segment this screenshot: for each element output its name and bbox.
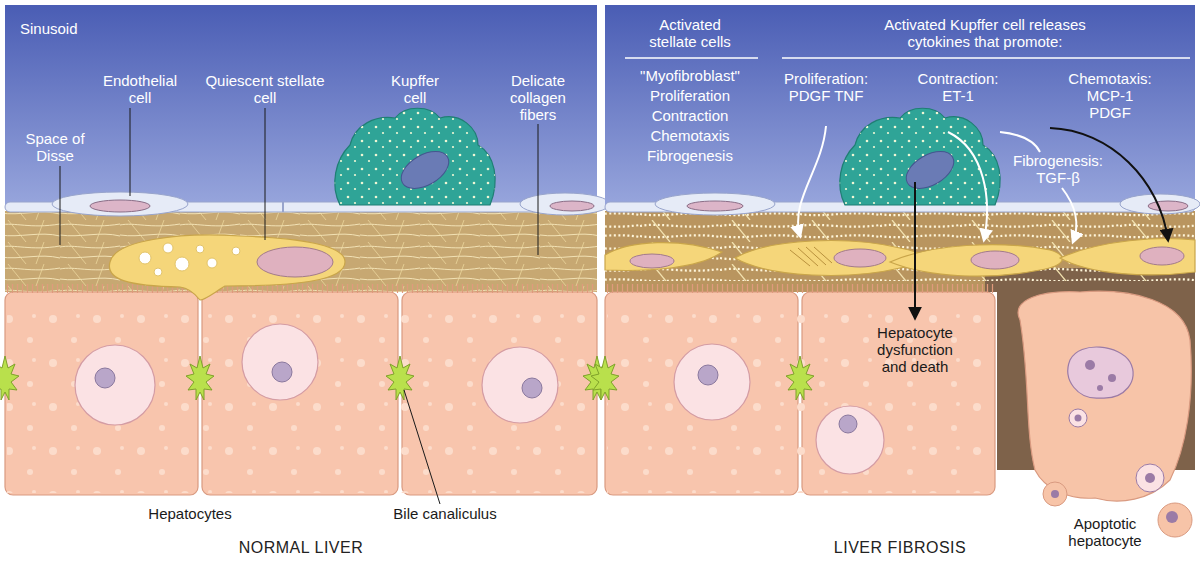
text-label: Fibrogenesis: TGF-β	[1006, 152, 1110, 186]
nucleolus	[522, 378, 542, 398]
hepatocyte-nucleus	[242, 324, 318, 400]
fat-droplet	[196, 245, 204, 253]
hepatocyte-nucleus	[482, 347, 558, 423]
leader-line	[538, 124, 539, 255]
fat-droplet	[139, 252, 151, 264]
endothelial-nucleus	[90, 200, 150, 212]
bile-canaliculus	[591, 356, 619, 400]
fragmented-nucleus	[1068, 347, 1133, 398]
fat-droplet	[154, 268, 162, 276]
bile-canaliculus	[0, 356, 19, 400]
text-label: Hepatocyte dysfunction and death	[863, 324, 967, 375]
nucleolus	[272, 362, 292, 382]
activated-stellate-cell	[605, 243, 722, 271]
cytoplasm-texture	[7, 300, 595, 493]
stellate-nucleus	[257, 247, 333, 277]
nucleolus	[839, 415, 857, 433]
sinusoid-lumen	[605, 5, 1195, 205]
endothelial-cell	[52, 192, 188, 216]
chromatin-fragment	[1166, 511, 1178, 523]
text-label: "Myofibroblast" Proliferation Contractio…	[620, 66, 760, 166]
endothelial-nucleus	[687, 201, 743, 211]
sinusoid-lumen	[5, 5, 597, 205]
stellate-nucleus	[1140, 247, 1184, 265]
cytoplasm-texture	[607, 300, 993, 493]
stellate-nucleus	[971, 251, 1019, 269]
hepatocyte-nucleus	[816, 406, 884, 474]
cell-junction	[282, 202, 284, 212]
signal-arrow	[798, 126, 826, 236]
hepatocyte-nucleus	[674, 344, 750, 420]
text-label: Space of Disse	[14, 130, 96, 164]
signal-arrow	[948, 132, 987, 240]
text-label: Contraction: ET-1	[909, 70, 1007, 104]
chromatin-fragment	[1051, 490, 1059, 498]
nucleolus	[95, 368, 115, 388]
apoptotic-body	[1158, 503, 1192, 537]
hepatocyte-nucleus	[75, 345, 155, 425]
chromatin-fragment	[1085, 360, 1095, 370]
text-label: Chemotaxis: MCP-1 PDGF	[1064, 70, 1156, 121]
text-label: Hepatocytes	[130, 505, 250, 522]
apoptotic-body	[1043, 482, 1067, 506]
endothelial-cell	[520, 193, 610, 215]
text-label: Kupffer cell	[379, 72, 451, 106]
signal-line	[1000, 132, 1040, 152]
fat-droplet	[232, 247, 240, 255]
fat-droplet	[175, 257, 189, 271]
chromatin-fragment	[1075, 415, 1082, 422]
collagen-fibers	[605, 211, 1195, 281]
apoptotic-body	[1136, 464, 1164, 492]
fat-droplet	[207, 258, 217, 268]
endothelial-nucleus	[1148, 201, 1188, 211]
text-label: Proliferation: PDGF TNF	[776, 70, 876, 104]
bile-canaliculus	[186, 356, 214, 400]
leader-line	[130, 108, 131, 196]
text-label: Sinusoid	[20, 20, 120, 37]
nucleolus	[698, 365, 718, 385]
chromatin-fragment	[1097, 385, 1103, 391]
bile-canaliculus	[386, 356, 414, 400]
signal-arrow	[914, 182, 916, 318]
text-label: Delicate collagen fibers	[493, 72, 583, 123]
activated-kupffer-cell	[840, 108, 1000, 205]
activated-stellate-cell	[735, 241, 924, 276]
quiescent-stellate-cell	[109, 235, 345, 300]
text-label: Activated stellate cells	[634, 16, 746, 50]
leader-line	[404, 390, 440, 504]
stellate-nucleus	[630, 254, 674, 268]
text-label: Quiescent stellate cell	[205, 72, 325, 106]
fat-droplet	[163, 243, 173, 253]
heading-rule	[625, 57, 758, 59]
stellate-nucleus	[834, 249, 886, 267]
microvilli	[5, 284, 597, 293]
stress-fibers	[790, 247, 832, 266]
heading-rule	[782, 57, 1190, 59]
endothelial-cell	[655, 193, 775, 215]
leader-line	[60, 166, 61, 245]
kupffer-cell	[335, 108, 495, 205]
signal-arrow	[1062, 188, 1076, 242]
microvilli	[605, 284, 995, 293]
leader-line	[265, 108, 266, 240]
bile-canaliculus	[786, 356, 814, 400]
apoptotic-body	[1069, 409, 1087, 427]
activated-stellate-cell	[1060, 239, 1195, 275]
text-label: Apoptotic hepatocyte	[1055, 515, 1155, 549]
text-label: Bile canaliculus	[370, 505, 520, 522]
text-label: Activated Kupffer cell releases cytokine…	[860, 16, 1110, 50]
apoptotic-hepatocyte	[1018, 291, 1191, 501]
panel-title: NORMAL LIVER	[5, 538, 597, 557]
text-label: Endothelial cell	[90, 72, 190, 106]
space-of-disse	[605, 211, 1195, 292]
chromatin-fragment	[1108, 374, 1116, 382]
endothelial-nucleus	[550, 201, 594, 211]
chromatin-fragment	[1145, 473, 1155, 483]
